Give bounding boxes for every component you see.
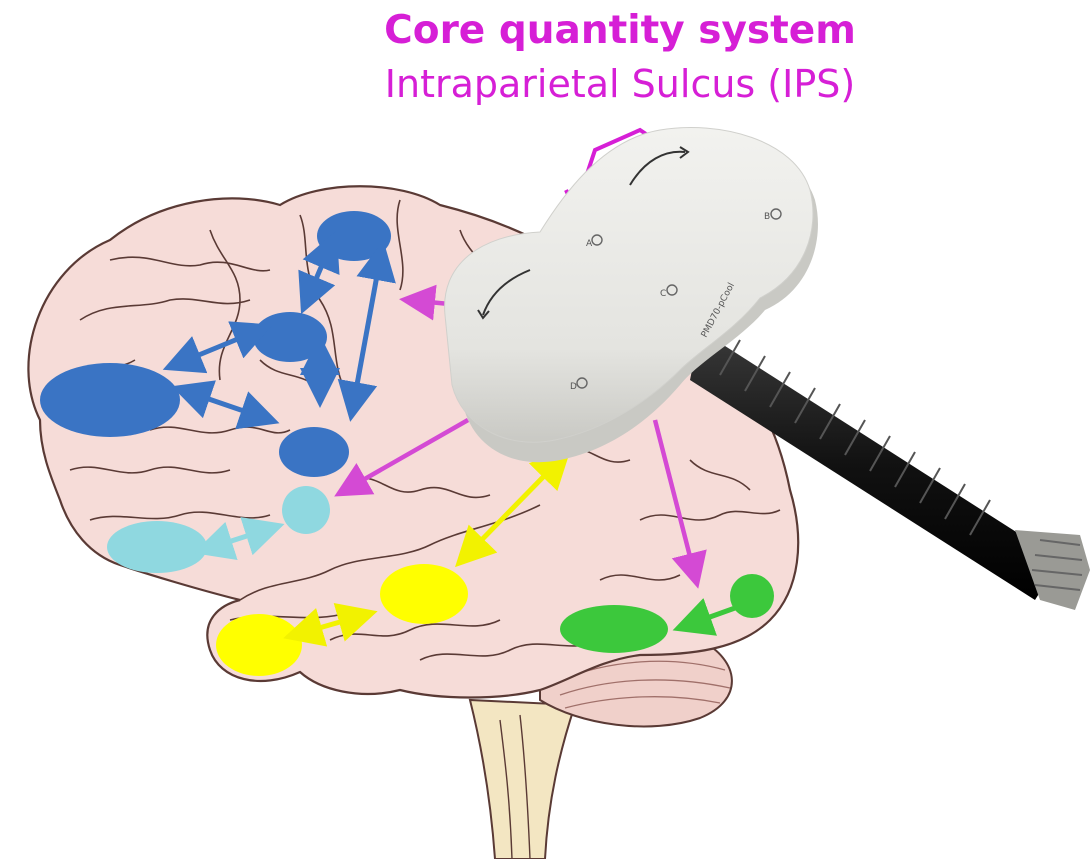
node-cyan-left: [107, 521, 207, 573]
node-green-small: [730, 574, 774, 618]
node-green-large: [560, 605, 668, 653]
node-blue-top: [317, 211, 391, 261]
node-blue-low: [279, 427, 349, 477]
coil-mark-b: B: [764, 212, 770, 222]
diagram-subtitle: Intraparietal Sulcus (IPS): [340, 62, 900, 106]
node-yellow-left: [216, 614, 302, 676]
brain-stem: [470, 700, 575, 859]
node-cyan-right: [282, 486, 330, 534]
coil-mark-a: A: [586, 239, 593, 249]
node-blue-large: [40, 363, 180, 437]
coil-mark-c: C: [660, 289, 666, 299]
node-blue-mid: [253, 312, 327, 362]
diagram-title: Core quantity system: [360, 8, 880, 53]
node-yellow-right: [380, 564, 468, 624]
coil-mark-d: D: [570, 382, 577, 392]
